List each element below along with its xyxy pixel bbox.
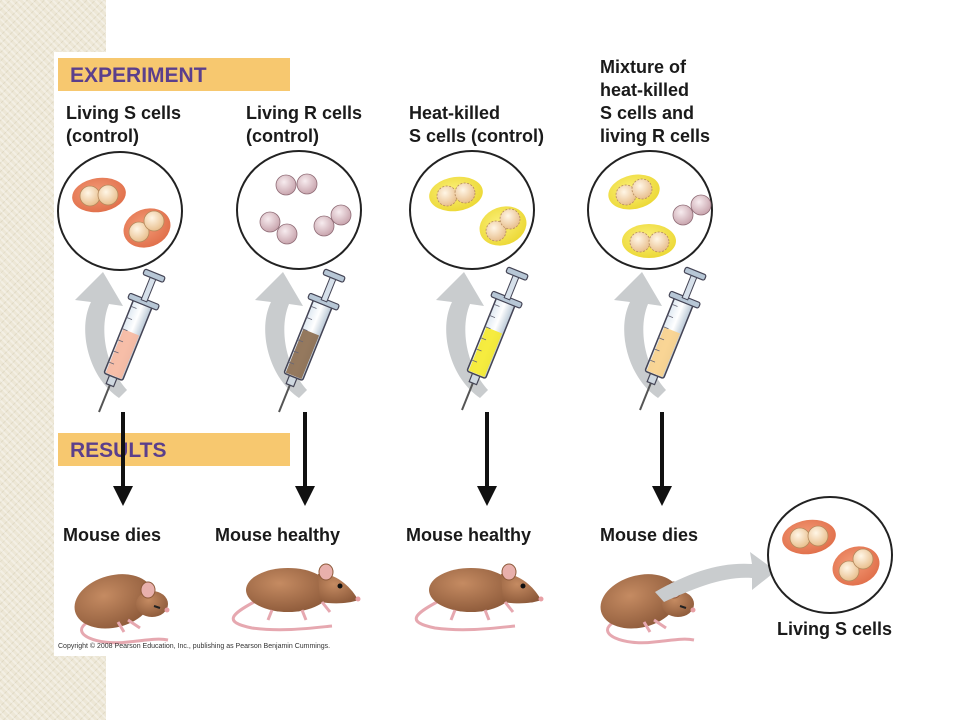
mouse-2 — [231, 563, 361, 632]
syringe-1 — [98, 268, 166, 413]
curved-arrow-1 — [75, 272, 127, 398]
result-label-1: Mouse dies — [63, 525, 161, 545]
svg-text:Living R cells: Living R cells — [246, 103, 362, 123]
curved-arrow-4 — [614, 272, 666, 398]
mouse-4 — [600, 574, 696, 645]
down-arrows — [113, 412, 672, 506]
experiment-header-band — [58, 58, 290, 91]
svg-text:Heat-killed: Heat-killed — [409, 103, 500, 123]
isolation-arrow — [655, 552, 776, 602]
svg-text:Living S cells: Living S cells — [66, 103, 181, 123]
svg-text:Mixture of: Mixture of — [600, 57, 687, 77]
column-2-title: Living R cells (control) — [246, 103, 362, 146]
svg-text:(control): (control) — [246, 126, 319, 146]
result-label-4: Mouse dies — [600, 525, 698, 545]
svg-text:(control): (control) — [66, 126, 139, 146]
syringe-2 — [278, 268, 346, 413]
column-4-title: Mixture of heat-killed S cells and livin… — [600, 57, 710, 146]
result-label-3: Mouse healthy — [406, 525, 531, 545]
mouse-1 — [74, 574, 170, 645]
results-header-band — [58, 433, 290, 466]
column-1-title: Living S cells (control) — [66, 103, 181, 146]
result-label-2: Mouse healthy — [215, 525, 340, 545]
curved-arrow-3 — [436, 272, 488, 398]
svg-text:heat-killed: heat-killed — [600, 80, 689, 100]
curved-arrow-2 — [255, 272, 307, 398]
svg-text:S cells (control): S cells (control) — [409, 126, 544, 146]
dish-isolated-living-s-cells — [767, 496, 893, 614]
experiment-header: EXPERIMENT — [70, 64, 207, 87]
mouse-3 — [414, 563, 544, 632]
dish-living-r-cells — [236, 150, 362, 270]
syringe-4 — [639, 266, 707, 411]
svg-text:living R cells: living R cells — [600, 126, 710, 146]
svg-text:S cells and: S cells and — [600, 103, 694, 123]
dish-heat-killed-s-cells — [409, 150, 535, 270]
living-s-cells-label: Living S cells — [777, 619, 892, 639]
dish-living-s-cells — [57, 151, 183, 271]
results-header: RESULTS — [70, 439, 166, 462]
copyright-text: Copyright © 2008 Pearson Education, Inc.… — [58, 642, 330, 650]
syringe-3 — [461, 266, 529, 411]
dish-mixture — [587, 150, 713, 270]
column-3-title: Heat-killed S cells (control) — [409, 103, 544, 146]
